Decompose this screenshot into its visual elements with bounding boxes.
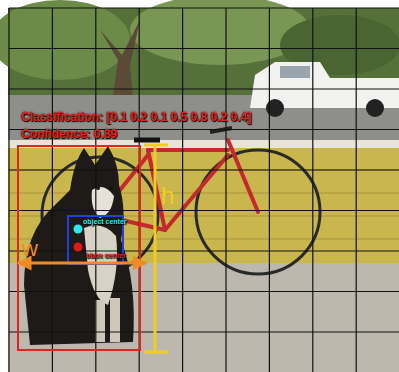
height-dimension-line — [154, 145, 157, 352]
grid-line — [9, 48, 399, 49]
bbox-center-dot — [74, 243, 83, 252]
grid-line — [8, 8, 9, 372]
center-box: object center bbox center — [67, 215, 124, 265]
saddle — [134, 138, 160, 143]
plank-line — [8, 170, 399, 171]
down-tube — [165, 155, 228, 230]
truck-wheel — [366, 99, 384, 117]
grid-line — [182, 8, 183, 372]
top-tube — [148, 148, 228, 152]
bbox-center-label: bbox center — [86, 252, 126, 259]
grid — [9, 8, 399, 372]
grid-line — [9, 169, 399, 170]
height-dimension-cap — [144, 351, 168, 354]
dog-face — [92, 187, 114, 218]
grid-line — [269, 8, 270, 372]
grid-line — [9, 291, 399, 292]
grid-line — [95, 8, 96, 372]
grid-line — [225, 8, 226, 372]
fork — [228, 140, 258, 212]
classification-text: Classification: [0.1 0.2 0.1 0.5 0.8 0.2… — [21, 111, 251, 123]
height-label: h — [161, 184, 174, 208]
height-dimension-cap — [144, 144, 168, 147]
dog-body — [24, 146, 134, 345]
dog-chest — [84, 225, 117, 305]
grid-line — [9, 7, 399, 8]
grid-line — [356, 8, 357, 372]
object-center-label: object center — [83, 218, 127, 225]
dog — [24, 146, 134, 345]
dog-eye — [109, 186, 113, 190]
grid-line — [9, 88, 399, 89]
grid-line — [312, 8, 313, 372]
foliage-patch — [130, 0, 310, 65]
width-dimension-line — [18, 262, 146, 265]
truck-window — [280, 66, 310, 78]
dog-eye — [96, 186, 100, 190]
grid-line — [9, 210, 399, 211]
truck-wheel — [266, 99, 284, 117]
dog-leg — [110, 298, 120, 342]
foliage-patch — [0, 0, 130, 80]
confidence-text: Confidence: 0.89 — [21, 128, 117, 140]
width-label: w — [22, 238, 38, 260]
object-center-dot — [74, 225, 83, 234]
grid-line — [52, 8, 53, 372]
dog-leg — [95, 300, 105, 342]
grid-line — [9, 331, 399, 332]
